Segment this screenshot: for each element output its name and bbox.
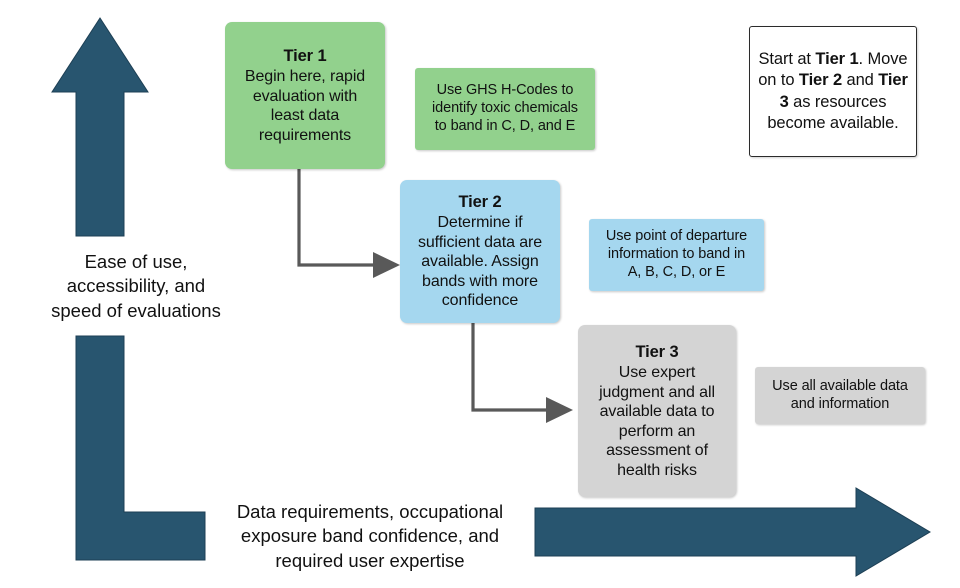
tier-3-body: Use expert judgment and all available da… xyxy=(599,363,715,480)
tier-2-body: Determine if sufficient data are availab… xyxy=(418,213,542,311)
data-requirements-line-2: exposure band confidence, and xyxy=(240,525,500,547)
tier-2-note-line-3: A, B, C, D, or E xyxy=(627,263,726,280)
tier1-to-tier2-connector xyxy=(297,168,400,278)
callout-seg-5: Tier 3 xyxy=(779,71,908,111)
tier-3-note-line-2: and information xyxy=(790,395,890,412)
tier-1-body-line-4: requirements xyxy=(258,126,352,144)
instructions-callout[interactable]: Start at Tier 1. Move on to Tier 2 and T… xyxy=(749,26,917,157)
tier-2-box[interactable]: Tier 2 Determine if sufficient data are … xyxy=(400,180,560,323)
tier-1-body-line-2: evaluation with xyxy=(252,87,358,105)
ease-of-use-line-3: speed of evaluations xyxy=(51,299,221,321)
tier-2-body-line-3: available. Assign xyxy=(421,253,539,271)
tier-1-box[interactable]: Tier 1 Begin here, rapid evaluation with… xyxy=(225,22,385,169)
callout-seg-2: . Move on to xyxy=(758,50,908,90)
tier-2-note-line-2: information to band in xyxy=(607,246,746,263)
horizontal-axis-arrow xyxy=(534,487,931,577)
tier-1-body-line-3: least data xyxy=(270,107,340,125)
tier-3-body-line-3: available data to xyxy=(599,403,715,421)
tier-1-note-line-2: identify toxic chemicals xyxy=(432,100,578,117)
tier-1-title: Tier 1 xyxy=(283,46,327,65)
tier-1-note-line-1: Use GHS H-Codes to xyxy=(436,82,574,99)
tier-2-body-line-1: Determine if xyxy=(437,214,523,232)
tier-3-body-line-5: assessment of xyxy=(606,442,708,460)
callout-seg-0: Start at xyxy=(758,50,816,69)
tier-2-note-line-1: Use point of departure xyxy=(605,228,748,245)
tier-3-body-line-2: judgment and all xyxy=(599,383,715,401)
tier-3-note-box[interactable]: Use all available data and information xyxy=(755,367,925,424)
tier-3-title: Tier 3 xyxy=(635,342,679,361)
tier-2-title: Tier 2 xyxy=(458,193,502,212)
data-requirements-axis-label: Data requirements, occupational exposure… xyxy=(215,500,525,573)
tier-1-note-line-3: to band in C, D, and E xyxy=(434,117,576,134)
tier2-to-tier3-connector xyxy=(471,322,573,423)
ease-of-use-line-2: accessibility, and xyxy=(66,275,206,297)
vertical-axis-arrow xyxy=(51,17,206,561)
tier-1-note-box[interactable]: Use GHS H-Codes to identify toxic chemic… xyxy=(415,68,595,150)
tier-3-body-line-4: perform an xyxy=(618,422,696,440)
tier-2-body-line-2: sufficient data are xyxy=(417,233,543,251)
tier-1-body: Begin here, rapid evaluation with least … xyxy=(245,67,365,145)
callout-seg-3: Tier 2 xyxy=(798,71,843,90)
tier-2-note-box[interactable]: Use point of departure information to ba… xyxy=(589,219,764,291)
tier-3-body-line-1: Use expert xyxy=(618,364,696,382)
tier-3-box[interactable]: Tier 3 Use expert judgment and all avail… xyxy=(578,325,736,497)
callout-seg-1: Tier 1 xyxy=(815,50,859,69)
callout-seg-6: as resources become available. xyxy=(767,92,899,132)
tier-3-note-line-1: Use all available data xyxy=(772,377,908,394)
callout-seg-4: and xyxy=(842,71,879,90)
ease-of-use-line-1: Ease of use, xyxy=(84,251,188,272)
data-requirements-line-1: Data requirements, occupational xyxy=(236,501,504,522)
tier-1-body-line-1: Begin here, rapid xyxy=(244,68,366,86)
ease-of-use-axis-label: Ease of use, accessibility, and speed of… xyxy=(20,250,252,323)
data-requirements-line-3: required user expertise xyxy=(275,549,465,571)
tier-3-body-line-6: health risks xyxy=(617,461,697,479)
tier-2-body-line-5: confidence xyxy=(441,292,519,310)
tier-2-body-line-4: bands with more xyxy=(422,272,538,290)
instructions-callout-text: Start at Tier 1. Move on to Tier 2 and T… xyxy=(758,49,908,133)
